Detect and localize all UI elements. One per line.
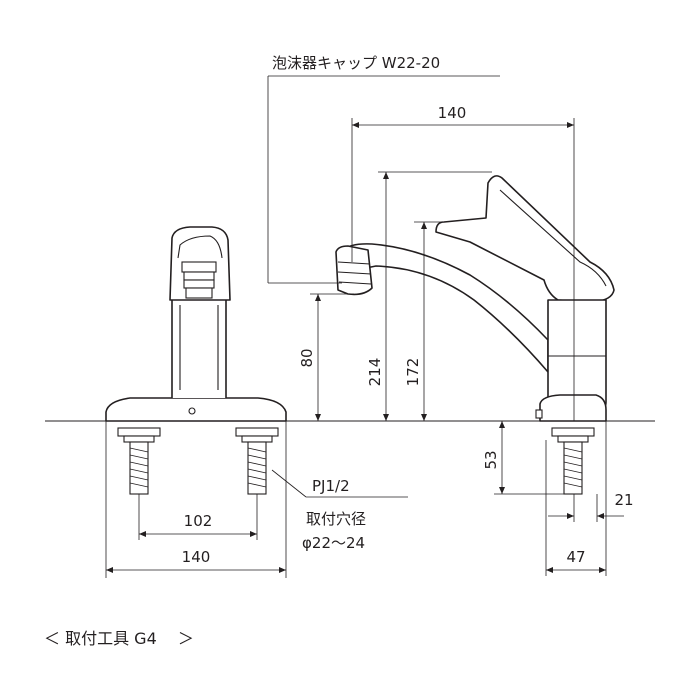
left-shank-nut xyxy=(117,427,161,495)
dim-offset-21-label: 21 xyxy=(614,491,633,509)
aerator-cap-label: 泡沫器キャップ W22-20 xyxy=(272,54,440,72)
dim-spout-reach-label: 140 xyxy=(438,104,467,122)
dim-offset-21 xyxy=(548,494,624,522)
dim-spout-reach xyxy=(351,118,575,421)
side-view-faucet xyxy=(335,175,615,495)
dim-hole-spacing-label: 102 xyxy=(184,512,213,530)
right-shank-nut xyxy=(235,427,279,495)
mount-hole-label: 取付穴径 xyxy=(306,510,366,528)
dim-hole-spacing xyxy=(138,494,258,540)
dim-offset-47-label: 47 xyxy=(566,548,585,566)
aerator-cap-leader xyxy=(267,75,500,284)
dim-shank-length xyxy=(494,421,566,495)
dim-offset-47 xyxy=(545,421,607,576)
dim-total-height xyxy=(378,171,492,421)
dim-total-height-label: 214 xyxy=(366,358,384,387)
front-view-faucet xyxy=(105,226,287,495)
pipe-thread-label: PJ1/2 xyxy=(312,477,350,495)
dim-spout-height-label: 172 xyxy=(404,358,422,387)
dim-base-width xyxy=(105,421,287,578)
dim-aerator-height-label: 80 xyxy=(298,348,316,367)
pipe-thread-leader xyxy=(271,469,307,498)
mount-tool-note: ＜ 取付工具 G4 ＞ xyxy=(44,629,194,648)
dim-spout-height xyxy=(414,221,446,421)
mount-hole-dia-label: φ22～24 xyxy=(302,534,365,552)
dim-shank-length-label: 53 xyxy=(482,450,500,469)
dim-aerator-height xyxy=(310,293,354,421)
dim-base-width-label: 140 xyxy=(182,548,211,566)
